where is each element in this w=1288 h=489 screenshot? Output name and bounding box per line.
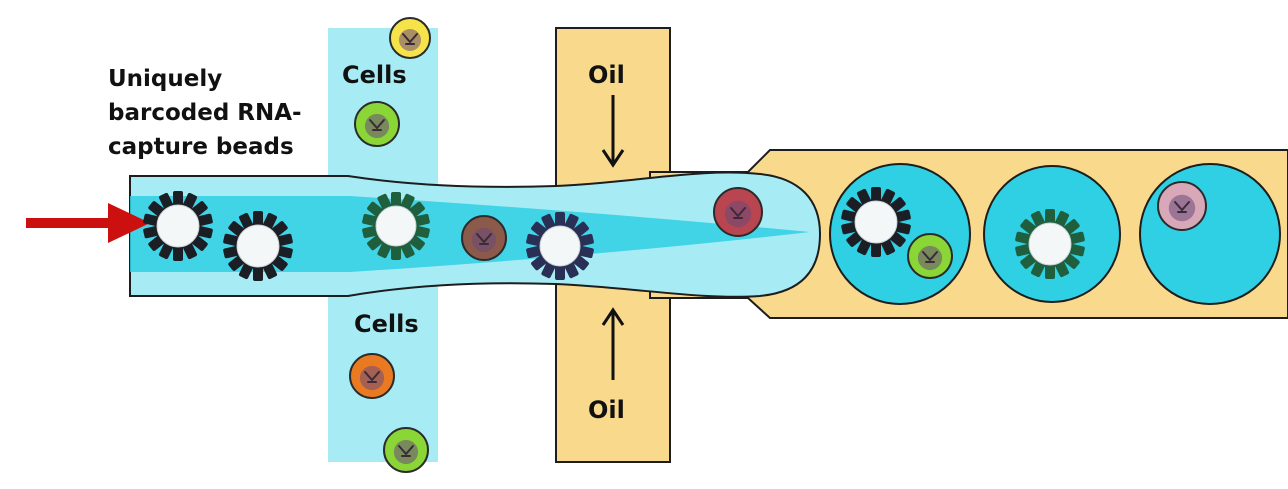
inlet-arrow-icon — [26, 203, 150, 243]
cell-icon — [1157, 181, 1207, 231]
cell-icon — [389, 17, 431, 59]
down-arrow-icon — [601, 95, 625, 168]
barcoded-bead-icon — [143, 191, 213, 261]
cell-icon — [349, 353, 395, 399]
cell-icon — [354, 101, 400, 147]
cells-label-top: Cells — [342, 61, 407, 89]
beads-label-line-3: capture beads — [108, 134, 294, 160]
droplet-1 — [829, 163, 971, 305]
barcoded-bead-icon — [526, 212, 594, 280]
beads-label-line-1: Uniquely — [108, 66, 222, 92]
up-arrow-icon — [601, 307, 625, 380]
barcoded-bead-icon — [362, 192, 430, 260]
cells — [349, 17, 1207, 473]
cell-icon — [461, 215, 507, 261]
barcoded-bead-icon — [223, 211, 293, 281]
barcoded-beads — [143, 187, 1085, 281]
oil-label-bottom: Oil — [588, 396, 625, 424]
cells-label-bottom: Cells — [354, 310, 419, 338]
cell-icon — [713, 187, 763, 237]
cell-icon — [907, 233, 953, 279]
cell-icon — [383, 427, 429, 473]
oil-label-top: Oil — [588, 61, 625, 89]
barcoded-bead-icon — [841, 187, 911, 257]
barcoded-bead-icon — [1015, 209, 1085, 279]
droplet-3 — [1139, 163, 1281, 305]
beads-label-line-2: barcoded RNA- — [108, 100, 302, 126]
